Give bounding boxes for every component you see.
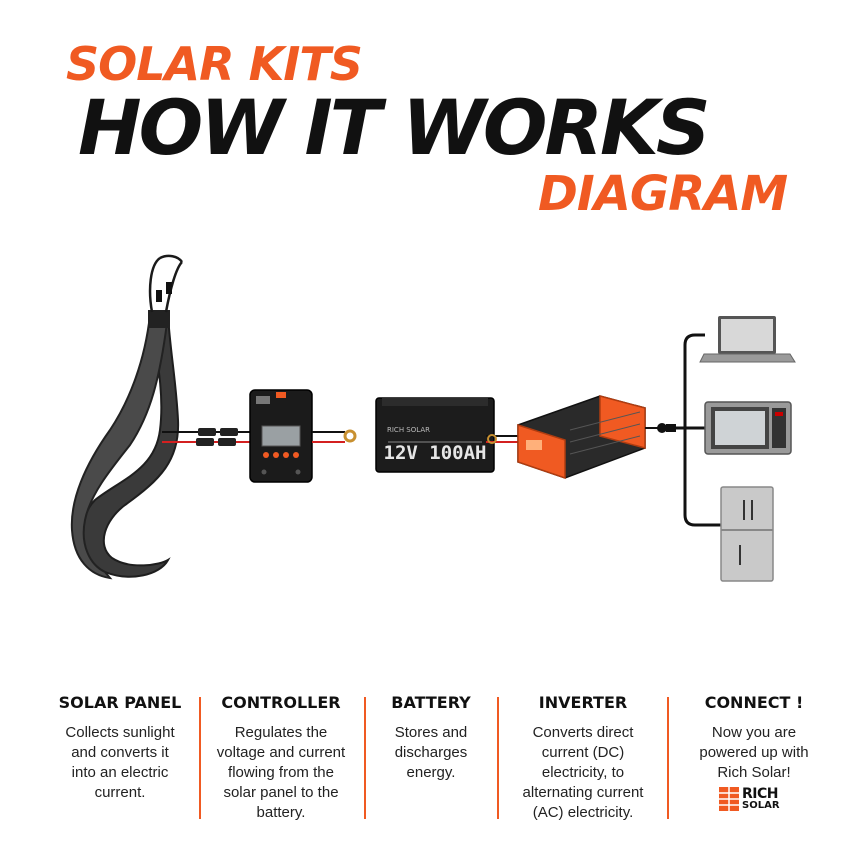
title-solar-kits: SOLAR KITS <box>66 37 363 91</box>
step-text: Collects sunlight and converts it into a… <box>65 724 175 801</box>
divider <box>497 697 499 819</box>
rich-solar-logo: RICH SOLAR <box>719 787 789 813</box>
battery-brand: RICH SOLAR <box>387 426 430 434</box>
step-battery: BATTERY Stores and discharges energy. <box>366 693 496 783</box>
battery-icon: RICH SOLAR 12V 100AH <box>375 397 495 473</box>
plug-icon <box>645 423 676 433</box>
refrigerator-icon <box>720 486 774 582</box>
step-text: Now you are powered up with Rich Solar! <box>699 724 809 781</box>
step-text: Stores and discharges energy. <box>394 724 468 781</box>
step-solar-panel: SOLAR PANEL Collects sunlight and conver… <box>40 693 200 803</box>
divider <box>364 697 366 819</box>
step-text: Regulates the voltage and current flowin… <box>216 724 346 821</box>
inverter-cables <box>486 434 518 444</box>
step-connect: CONNECT ! Now you are powered up with Ri… <box>672 693 836 783</box>
rich-solar-logo-mark <box>719 787 739 811</box>
flexible-solar-panel-icon <box>70 254 184 580</box>
step-controller: CONTROLLER Regulates the voltage and cur… <box>202 693 360 823</box>
divider <box>199 697 201 819</box>
title-how-it-works: HOW IT WORKS <box>78 83 711 172</box>
system-diagram: RICH SOLAR 12V 100AH <box>70 254 796 582</box>
step-text: Converts direct current (DC) electricity… <box>522 724 644 821</box>
logo-word-solar: SOLAR <box>742 800 780 811</box>
pv-cables <box>162 428 250 446</box>
battery-label: 12V 100AH <box>384 442 487 464</box>
inverter-icon <box>517 395 646 480</box>
step-title: CONNECT ! <box>704 693 804 712</box>
step-title: INVERTER <box>538 693 628 712</box>
microwave-icon <box>704 401 792 455</box>
laptop-icon <box>699 316 796 363</box>
charge-controller-icon <box>249 389 313 483</box>
title-diagram: DIAGRAM <box>538 166 788 222</box>
ac-wiring <box>676 333 722 527</box>
battery-cables <box>312 429 357 443</box>
step-inverter: INVERTER Converts direct current (DC) el… <box>500 693 666 823</box>
step-title: CONTROLLER <box>221 693 341 712</box>
step-title: BATTERY <box>391 693 471 712</box>
divider <box>667 697 669 819</box>
logo-word-rich: RICH <box>742 786 778 802</box>
step-title: SOLAR PANEL <box>58 693 182 712</box>
